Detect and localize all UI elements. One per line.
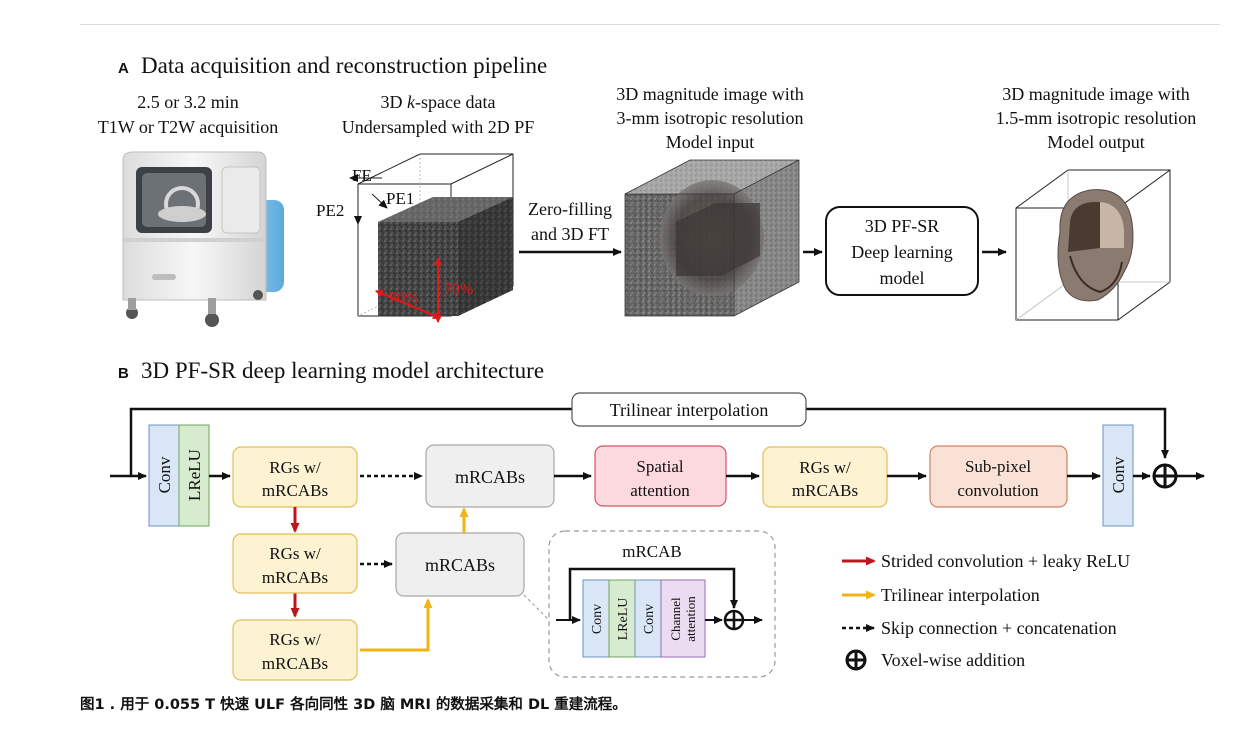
model-line2: Deep learning xyxy=(851,242,952,262)
output-label-line3: Model output xyxy=(1047,132,1145,152)
conv-block-out xyxy=(1102,424,1134,527)
rg2-line1: RGs w/ xyxy=(269,544,321,563)
spatial-line2: attention xyxy=(630,481,690,500)
inset-channel-line2: attention xyxy=(683,596,698,642)
panel-b-letter: B xyxy=(118,365,129,382)
rg3-line1: RGs w/ xyxy=(269,630,321,649)
inset-conv-2 xyxy=(634,579,662,658)
input-label-line1: 3D magnitude image with xyxy=(616,84,803,104)
input-label-line3: Model input xyxy=(666,132,755,152)
axis-pe2-label: PE2 xyxy=(316,201,344,220)
inset-channel-attention xyxy=(660,579,706,658)
acq-time-label: 2.5 or 3.2 min xyxy=(137,92,239,112)
panel-b-title: 3D PF-SR deep learning model architectur… xyxy=(141,358,544,383)
rg-right-line1: RGs w/ xyxy=(799,458,851,477)
inset-channel-line1: Channel xyxy=(668,597,683,641)
input-label-line2: 3-mm isotropic resolution xyxy=(617,108,804,128)
axis-pe1-label: PE1 xyxy=(386,189,414,208)
rg1-line2: mRCABs xyxy=(262,481,328,500)
panel-a-letter: A xyxy=(118,60,129,77)
rg2-line2: mRCABs xyxy=(262,568,328,587)
legend-strided: Strided convolution + leaky ReLU xyxy=(881,551,1130,571)
figure-caption: 图1 . 用于 0.055 T 快速 ULF 各向同性 3D 脑 MRI 的数据… xyxy=(80,697,627,713)
conv-block-1 xyxy=(148,424,180,527)
trilinear-arrow-bottom xyxy=(360,598,433,652)
mrcab-inset xyxy=(548,530,776,678)
inset-title: mRCAB xyxy=(622,542,682,561)
spatial-line1: Spatial xyxy=(636,457,683,476)
axis-fe-label: FE xyxy=(352,166,372,185)
output-label-line1: 3D magnitude image with xyxy=(1002,84,1189,104)
lrelu-block-1 xyxy=(178,424,210,527)
inset-conv-1 xyxy=(582,579,610,658)
pct-arrow-left-back xyxy=(375,290,441,319)
legend-skip: Skip connection + concatenation xyxy=(881,618,1117,638)
legend-voxel: Voxel-wise addition xyxy=(881,650,1025,670)
output-label-line2: 1.5-mm isotropic resolution xyxy=(996,108,1196,128)
rg1-line1: RGs w/ xyxy=(269,458,321,477)
voxel-add-icon xyxy=(1152,463,1178,489)
trilinear-top-label: Trilinear interpolation xyxy=(610,400,769,420)
global-skip-line-right xyxy=(806,407,1169,459)
inset-lrelu xyxy=(608,579,636,658)
kspace-label-line1: 3D k-space data xyxy=(381,92,496,112)
inset-conv2-label: Conv xyxy=(642,604,657,634)
pct-left-label: 70% xyxy=(389,290,418,307)
rg-block-2 xyxy=(232,533,358,594)
kspace-suffix: -space data xyxy=(415,92,495,112)
mrcabs-top-label: mRCABs xyxy=(455,467,525,487)
conv-out-label: Conv xyxy=(1109,456,1128,493)
rg-right-line2: mRCABs xyxy=(792,481,858,500)
trilinear-top-box xyxy=(571,392,807,427)
inset-voxel-add-icon xyxy=(723,609,745,631)
pct-right-label: 70% xyxy=(444,281,473,298)
rg3-line2: mRCABs xyxy=(262,654,328,673)
subpixel-line2: convolution xyxy=(957,481,1039,500)
kspace-k: k xyxy=(407,92,416,112)
pipeline-diagram: A Data acquisition and reconstruction pi… xyxy=(98,53,1205,681)
panel-a-title: Data acquisition and reconstruction pipe… xyxy=(141,53,547,78)
head-volume-icon xyxy=(624,159,800,317)
kspace-prefix: 3D xyxy=(381,92,408,112)
dl-model-box xyxy=(825,206,979,296)
zero-filling-label: Zero-filling xyxy=(528,199,612,219)
model-line3: model xyxy=(880,268,925,288)
mri-scanner-icon xyxy=(122,151,284,327)
mrcabs-block-bottom xyxy=(395,532,525,597)
inset-lrelu-label: LReLU xyxy=(616,598,631,641)
legend-voxel-add-icon xyxy=(845,649,867,671)
legend-trilinear: Trilinear interpolation xyxy=(881,585,1040,605)
inset-conv1-label: Conv xyxy=(590,604,605,634)
top-divider xyxy=(80,24,1220,25)
acq-type-label: T1W or T2W acquisition xyxy=(98,117,278,137)
conv-label-1: Conv xyxy=(155,456,174,493)
lrelu-label-1: LReLU xyxy=(185,449,204,501)
axis-pe1-arrow xyxy=(371,193,388,209)
rg-block-3 xyxy=(232,619,358,681)
head-output-icon xyxy=(1015,169,1171,321)
kspace-label-line2: Undersampled with 2D PF xyxy=(342,117,535,137)
global-skip-line-left xyxy=(129,407,572,475)
mrcabs-bottom-label: mRCABs xyxy=(425,555,495,575)
model-line1: 3D PF-SR xyxy=(865,216,940,236)
inset-residual-line xyxy=(568,567,738,620)
subpixel-line1: Sub-pixel xyxy=(965,457,1031,476)
kspace-cube-icon xyxy=(349,153,514,323)
inset-connector xyxy=(523,594,550,621)
fft-label: and 3D FT xyxy=(531,224,609,244)
